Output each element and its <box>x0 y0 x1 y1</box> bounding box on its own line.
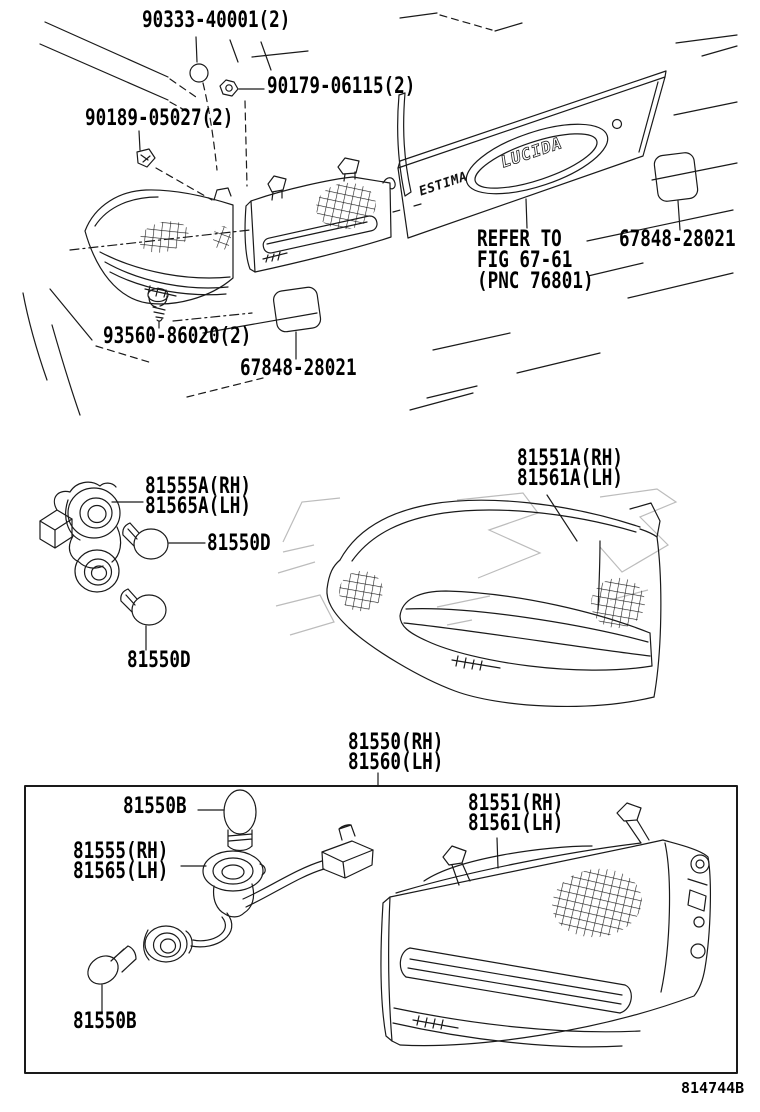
part-label-81555: 81555(RH) 81565(LH) <box>73 839 169 884</box>
part-label-line: 81560(LH) <box>348 750 444 775</box>
fastener-art <box>136 36 272 329</box>
part-label-93560: 93560-86020(2) <box>103 324 252 349</box>
part-label-67848-lower: 67848-28021 <box>240 356 357 381</box>
part-label-line: 81555A(RH) <box>145 474 251 499</box>
part-label-line: 67848-28021 <box>619 227 736 252</box>
part-label-line: 81550D <box>207 531 271 556</box>
center-lamp-art <box>244 92 422 273</box>
part-label-line: 81551A(RH) <box>517 446 623 471</box>
part-label-line: 81550B <box>123 794 187 819</box>
part-label-line: 90333-40001(2) <box>142 8 291 33</box>
part-label-81550B-upper: 81550B <box>123 794 187 819</box>
lens-81551A-art <box>326 494 662 708</box>
part-label-81550-assy: 81550(RH) 81560(LH) <box>348 730 444 775</box>
part-label-line: 81550D <box>127 648 191 673</box>
part-label-line: 81551(RH) <box>468 791 564 816</box>
refer-note: REFER TO FIG 67-61 (PNC 76801) <box>477 227 594 294</box>
part-label-line: 81550(RH) <box>348 730 444 755</box>
lucida-emblem-text: LUCIDA <box>500 133 563 172</box>
part-label-line: 67848-28021 <box>240 356 357 381</box>
bulb-81550B-upper-art <box>197 789 257 852</box>
watermark-logo <box>275 488 678 636</box>
part-label-line: 81561(LH) <box>468 811 564 836</box>
lamp-body-81551-art <box>380 802 711 1048</box>
refer-note-line: (PNC 76801) <box>477 269 594 294</box>
part-label-67848-right: 67848-28021 <box>619 227 736 252</box>
body-contour-art <box>22 12 738 416</box>
refer-note-line: FIG 67-61 <box>477 248 573 273</box>
part-label-81550D-upper: 81550D <box>207 531 271 556</box>
part-label-line: 81565A(LH) <box>145 494 251 519</box>
part-label-line: 90179-06115(2) <box>267 74 416 99</box>
socket-81555-art <box>143 824 374 963</box>
part-label-line: 90189-05027(2) <box>85 106 234 131</box>
part-label-line: 93560-86020(2) <box>103 324 252 349</box>
bulb-81550B-lower-art <box>87 945 137 1013</box>
part-label-line: 81555(RH) <box>73 839 169 864</box>
part-label-81551: 81551(RH) 81561(LH) <box>468 791 564 836</box>
part-label-90189: 90189-05027(2) <box>85 106 234 131</box>
part-label-line: 81561A(LH) <box>517 466 623 491</box>
part-label-81550B-lower: 81550B <box>73 1009 137 1034</box>
part-label-81550D-lower: 81550D <box>127 648 191 673</box>
bulb-81550D-lower-art <box>120 588 167 651</box>
figure-code: 814744B <box>681 1079 745 1097</box>
part-label-90179: 90179-06115(2) <box>267 74 416 99</box>
socket-assembly-art <box>39 481 144 593</box>
part-label-81555A: 81555A(RH) 81565A(LH) <box>145 474 251 519</box>
part-label-90333: 90333-40001(2) <box>142 8 291 33</box>
part-label-line: 81565(LH) <box>73 859 169 884</box>
part-label-81551A: 81551A(RH) 81561A(LH) <box>517 446 623 491</box>
part-label-line: 81550B <box>73 1009 137 1034</box>
assembly-box-art <box>24 772 738 1074</box>
refer-note-line: REFER TO <box>477 227 562 252</box>
bulb-81550D-upper-art <box>122 522 206 560</box>
left-lamp-art <box>69 187 251 305</box>
estima-emblem-text: ESTIMA <box>418 169 468 200</box>
